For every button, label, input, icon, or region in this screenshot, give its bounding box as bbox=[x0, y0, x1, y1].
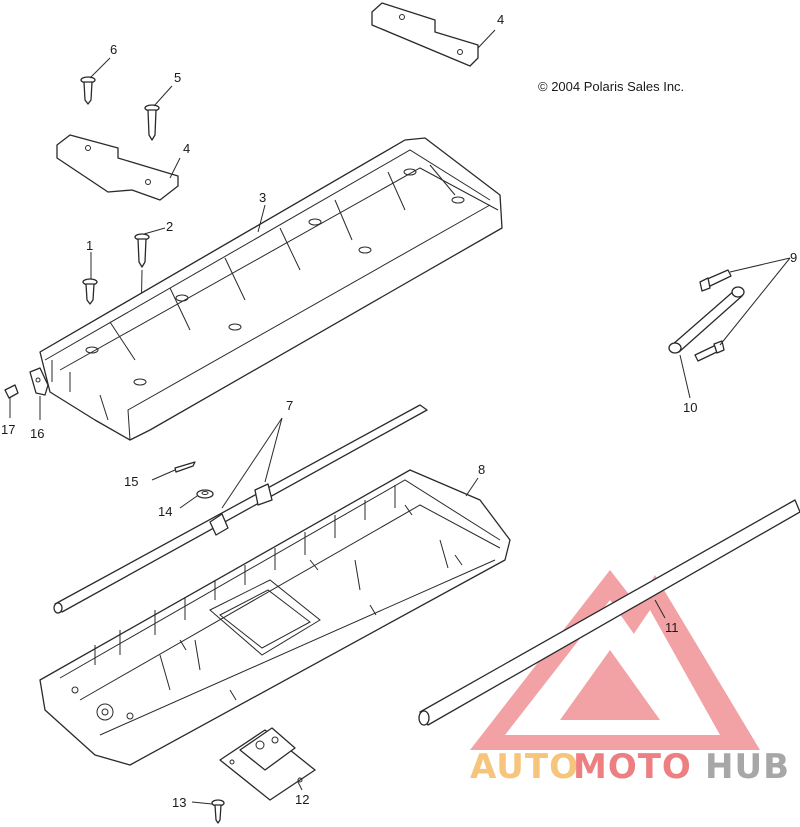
callout-16: 16 bbox=[30, 426, 44, 441]
plate-part-12 bbox=[219, 727, 316, 801]
callout-8: 8 bbox=[478, 462, 485, 477]
watermark-word-hub: HUB bbox=[705, 747, 790, 787]
bolt-part-9-upper bbox=[699, 257, 791, 292]
callout-4-left: 4 bbox=[183, 141, 190, 156]
plate-part-4-top bbox=[371, 2, 496, 67]
bracket-part-16 bbox=[29, 367, 49, 420]
watermark-logo bbox=[470, 570, 760, 750]
callout-14: 14 bbox=[158, 504, 172, 519]
watermark-wordmark: AUTO MOTO HUB bbox=[470, 747, 790, 787]
callout-4-top: 4 bbox=[497, 12, 504, 27]
screw-part-6 bbox=[80, 57, 111, 105]
bolt-part-9-lower bbox=[694, 257, 791, 362]
callout-7: 7 bbox=[286, 398, 293, 413]
callout-15: 15 bbox=[124, 474, 138, 489]
watermark-word-auto: AUTO bbox=[470, 747, 579, 787]
plate-part-4-left bbox=[56, 134, 181, 201]
callout-3: 3 bbox=[259, 190, 266, 205]
callout-12: 12 bbox=[295, 792, 309, 807]
rod-part-7 bbox=[53, 404, 428, 614]
callout-10: 10 bbox=[683, 400, 697, 415]
clip-part-15 bbox=[151, 461, 196, 481]
callout-2: 2 bbox=[166, 219, 173, 234]
callout-11: 11 bbox=[665, 620, 679, 635]
screw-part-13 bbox=[191, 799, 225, 824]
copyright-text: © 2004 Polaris Sales Inc. bbox=[538, 79, 684, 94]
callout-9: 9 bbox=[790, 250, 797, 265]
frame-part-8 bbox=[39, 469, 511, 766]
strut-part-10 bbox=[668, 286, 745, 399]
watermark-word-moto: MOTO bbox=[573, 747, 692, 787]
callout-13: 13 bbox=[172, 795, 186, 810]
callout-6: 6 bbox=[110, 42, 117, 57]
bolt-part-17 bbox=[4, 384, 19, 418]
callout-17: 17 bbox=[1, 422, 15, 437]
screw-part-5 bbox=[144, 85, 173, 141]
callout-5: 5 bbox=[174, 70, 181, 85]
callout-1: 1 bbox=[86, 238, 93, 253]
washer-part-14 bbox=[179, 489, 214, 509]
tube-part-11 bbox=[418, 499, 800, 726]
panel-part-3 bbox=[39, 137, 503, 441]
screw-part-1 bbox=[82, 252, 98, 305]
